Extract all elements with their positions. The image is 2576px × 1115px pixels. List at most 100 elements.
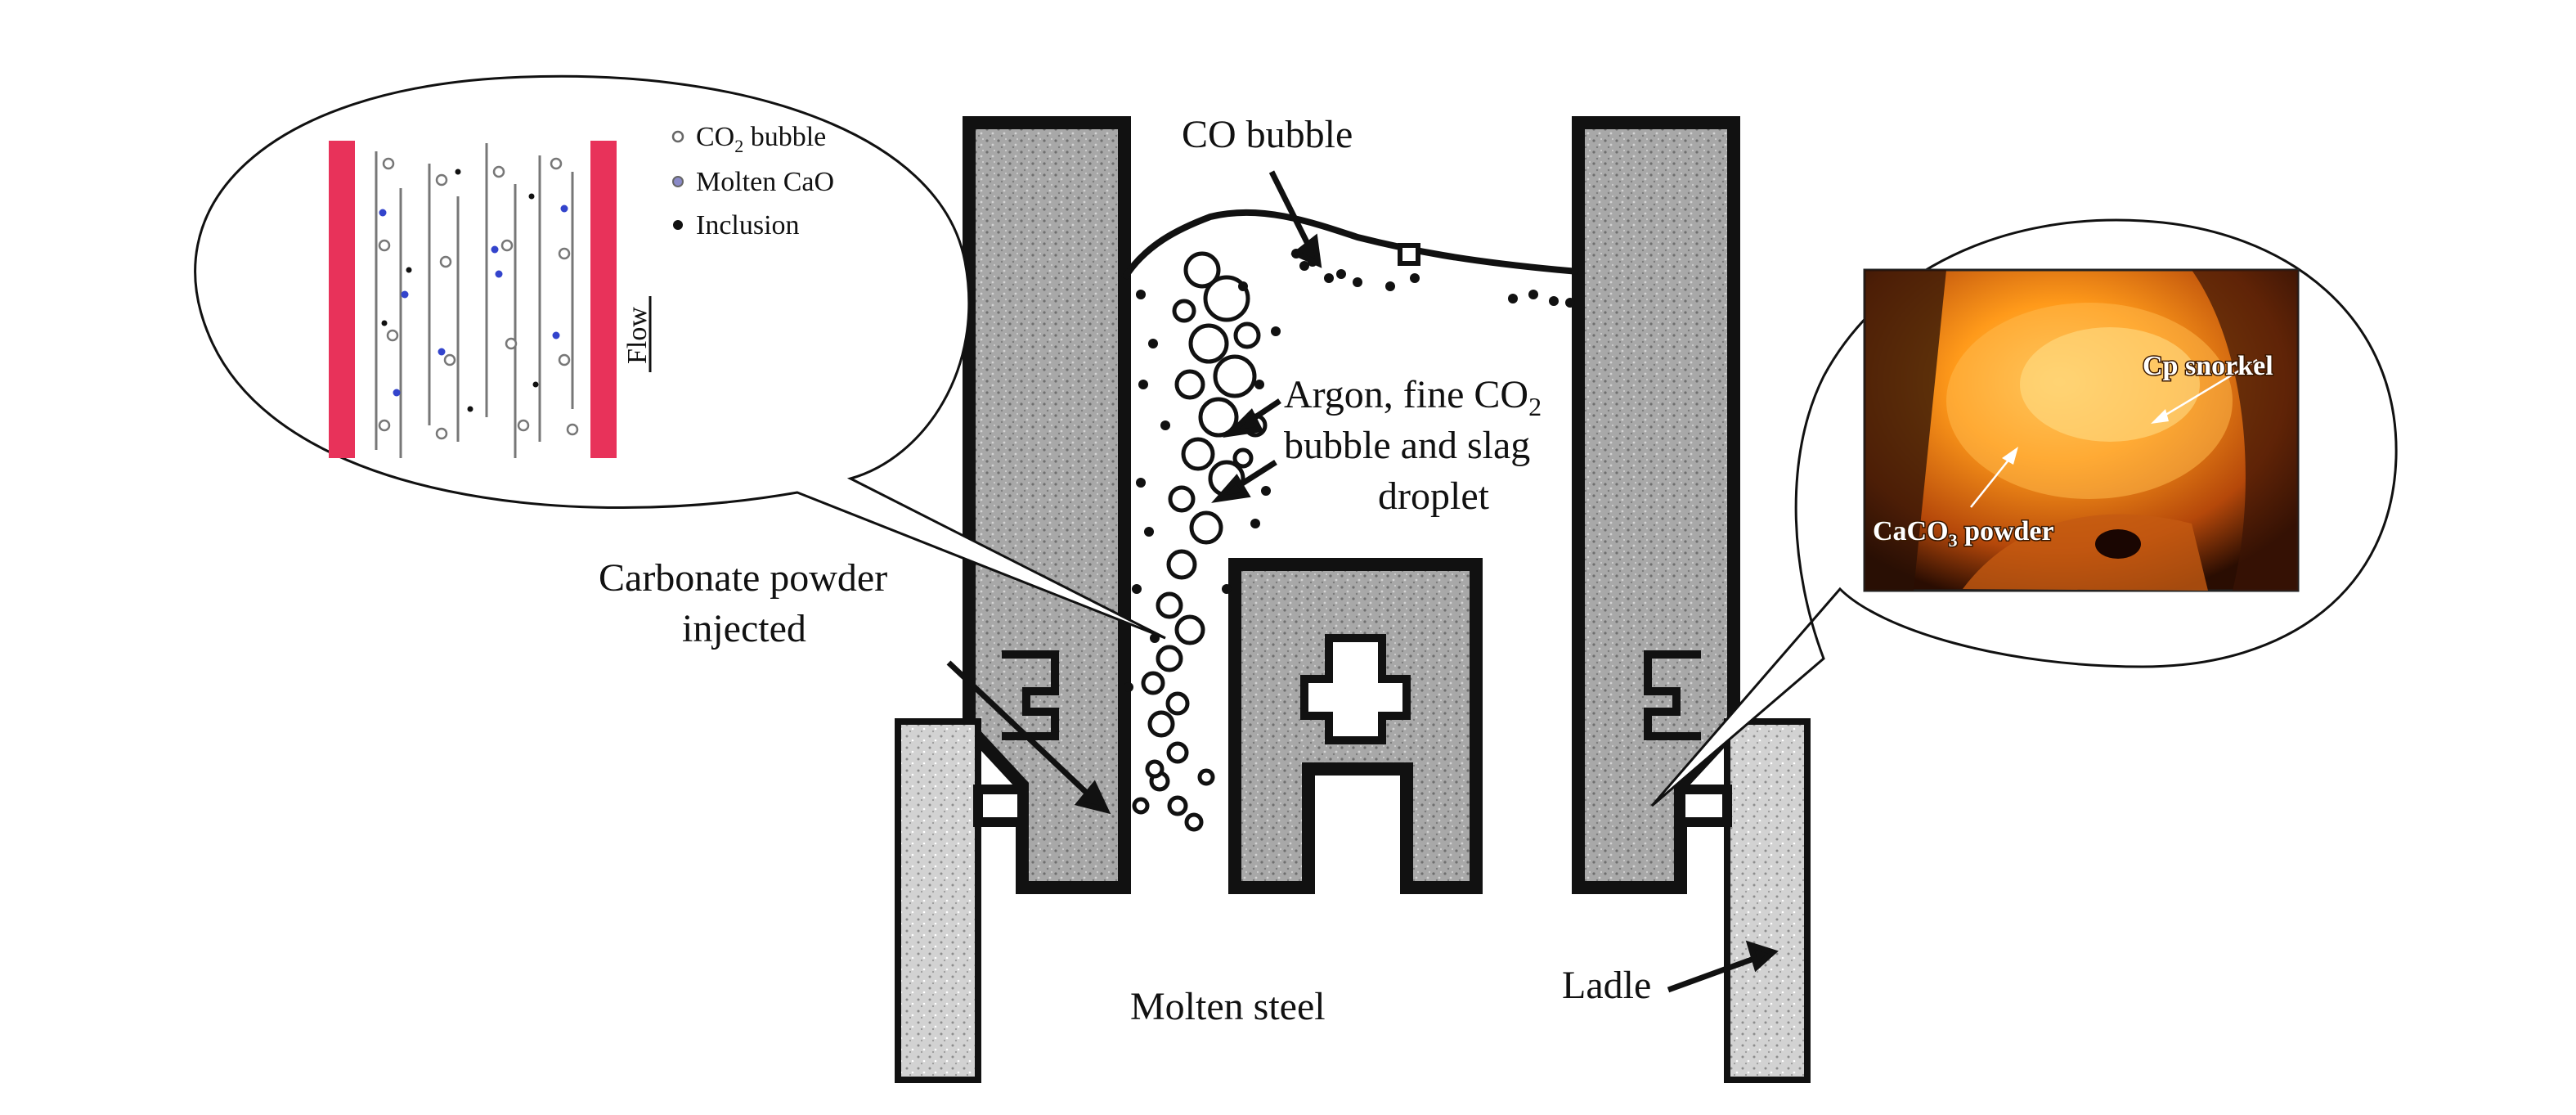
co2-bubble-particle — [492, 165, 505, 178]
left-callout-balloon — [194, 74, 1166, 640]
molten-cao-particle — [393, 389, 401, 397]
gas-bubble — [1156, 591, 1183, 619]
slag-droplet — [1132, 584, 1142, 594]
label-ladle: Ladle — [1562, 964, 1651, 1007]
photo-label-cp-snorkel: Cp snorkel — [2143, 351, 2273, 381]
gas-bubble — [1132, 797, 1150, 815]
co2-bubble-particle — [435, 427, 448, 440]
label-carbonate-line1: Carbonate powder — [599, 556, 887, 600]
label-carbonate-line2: injected — [682, 607, 806, 650]
slag-droplet — [1238, 281, 1248, 291]
gas-bubble — [1232, 447, 1254, 469]
slag-droplet — [1138, 380, 1148, 389]
slag-droplet — [1508, 294, 1518, 303]
gas-bubble — [1174, 369, 1205, 400]
gas-bubble — [1203, 275, 1250, 322]
gas-bubble — [1156, 645, 1183, 672]
co2-bubble-particle — [439, 255, 452, 268]
melt-surface — [1121, 209, 1579, 281]
slag-droplet — [1136, 290, 1146, 299]
slag-droplet — [1385, 281, 1395, 291]
co2-bubble-particle — [550, 157, 563, 170]
slag-droplet — [1271, 326, 1281, 336]
co2-bubble-particle — [558, 353, 571, 366]
co2-bubble-particle — [566, 423, 579, 436]
molten-cao-particle — [438, 348, 446, 356]
gas-bubble — [1184, 812, 1204, 832]
flow-particles — [378, 157, 579, 440]
slag-droplet — [1324, 273, 1334, 283]
legend-inclusion: Inclusion — [696, 210, 800, 241]
co2-bubble-particle — [382, 157, 395, 170]
right-nozzle — [1676, 785, 1732, 827]
molten-cao-particle — [560, 205, 568, 213]
co2-bubble-particle — [517, 419, 530, 432]
inclusion-particle — [532, 381, 539, 388]
inclusion-particle — [528, 193, 535, 200]
slag-droplet — [1353, 277, 1362, 287]
gas-bubble — [1181, 437, 1215, 471]
slag-droplet — [1124, 682, 1133, 692]
molten-cao-particle — [495, 270, 503, 278]
gas-bubble — [1189, 510, 1223, 545]
label-argon-line1: Argon, fine CO2 — [1284, 373, 1542, 421]
gas-bubble — [1166, 741, 1189, 764]
inclusion-particle — [406, 267, 412, 273]
label-argon-line2: bubble and slag — [1284, 424, 1530, 467]
slag-droplet — [1250, 519, 1260, 528]
left-ladle-wall — [895, 718, 981, 1083]
gas-bubble — [1188, 323, 1229, 364]
label-argon-line3: droplet — [1378, 474, 1490, 518]
slag-droplet — [1222, 584, 1232, 594]
molten-cao-particle — [379, 209, 387, 217]
slag-droplet — [1336, 269, 1346, 279]
legend-co2-bubble: CO2 bubble — [696, 122, 826, 156]
legend-molten-cao: Molten CaO — [696, 167, 834, 197]
ladle-arrow — [1667, 954, 1760, 993]
photo-label-caco3-powder: CaCO3 powder — [1873, 516, 2054, 551]
co2-bubble-particle — [435, 173, 448, 187]
flow-wall-left — [329, 141, 355, 458]
co2-bubble-legend-icon — [671, 130, 684, 143]
gas-bubble — [1198, 397, 1239, 438]
label-molten-steel: Molten steel — [1130, 985, 1326, 1028]
gas-bubble — [1165, 691, 1190, 716]
slag-droplet — [1160, 420, 1170, 430]
slag-droplet — [1549, 296, 1559, 306]
flow-wall-right — [590, 141, 617, 458]
droplet-field — [1124, 249, 1575, 692]
inclusion-particle — [467, 406, 473, 412]
gas-bubble — [1166, 549, 1197, 580]
right-callout: Cp snorkel CaCO3 powder — [1650, 218, 2398, 807]
rh-vessel — [895, 116, 1811, 1083]
flow-label: Flow — [622, 307, 653, 364]
inclusion-legend-icon — [673, 220, 683, 230]
gas-bubble — [1213, 354, 1257, 398]
gas-bubble — [1167, 795, 1188, 816]
arrows — [946, 170, 1779, 993]
slag-droplet — [1261, 486, 1271, 496]
co2-bubble-particle — [443, 353, 456, 366]
slag-droplet — [1528, 290, 1538, 299]
gas-bubble — [1145, 759, 1165, 779]
slag-droplet — [1144, 527, 1154, 537]
gas-bubble — [1172, 299, 1196, 323]
flow-streamlines — [375, 143, 574, 458]
gas-bubble — [1233, 321, 1261, 349]
molten-cao-particle — [491, 245, 499, 254]
molten-cao-particle — [401, 290, 409, 299]
gas-bubble — [1197, 768, 1215, 786]
slag-droplet — [1565, 298, 1575, 308]
gas-bubble — [1183, 251, 1221, 289]
slag-droplet — [1254, 380, 1264, 389]
slag-droplet — [1136, 478, 1146, 488]
co2-bubble-particle — [500, 239, 514, 252]
gas-bubble — [1141, 671, 1165, 695]
gas-bubble — [1168, 485, 1196, 513]
left-nozzle — [973, 785, 1027, 827]
left-snorkel-wall — [963, 116, 1131, 894]
left-callout: Flow CO2 bubble Molten CaO Inclusion — [194, 74, 1166, 640]
carbonate-arrow — [946, 660, 1094, 800]
snorkel-photo: Cp snorkel CaCO3 powder — [1863, 268, 2300, 592]
inclusion-particle — [455, 169, 461, 175]
